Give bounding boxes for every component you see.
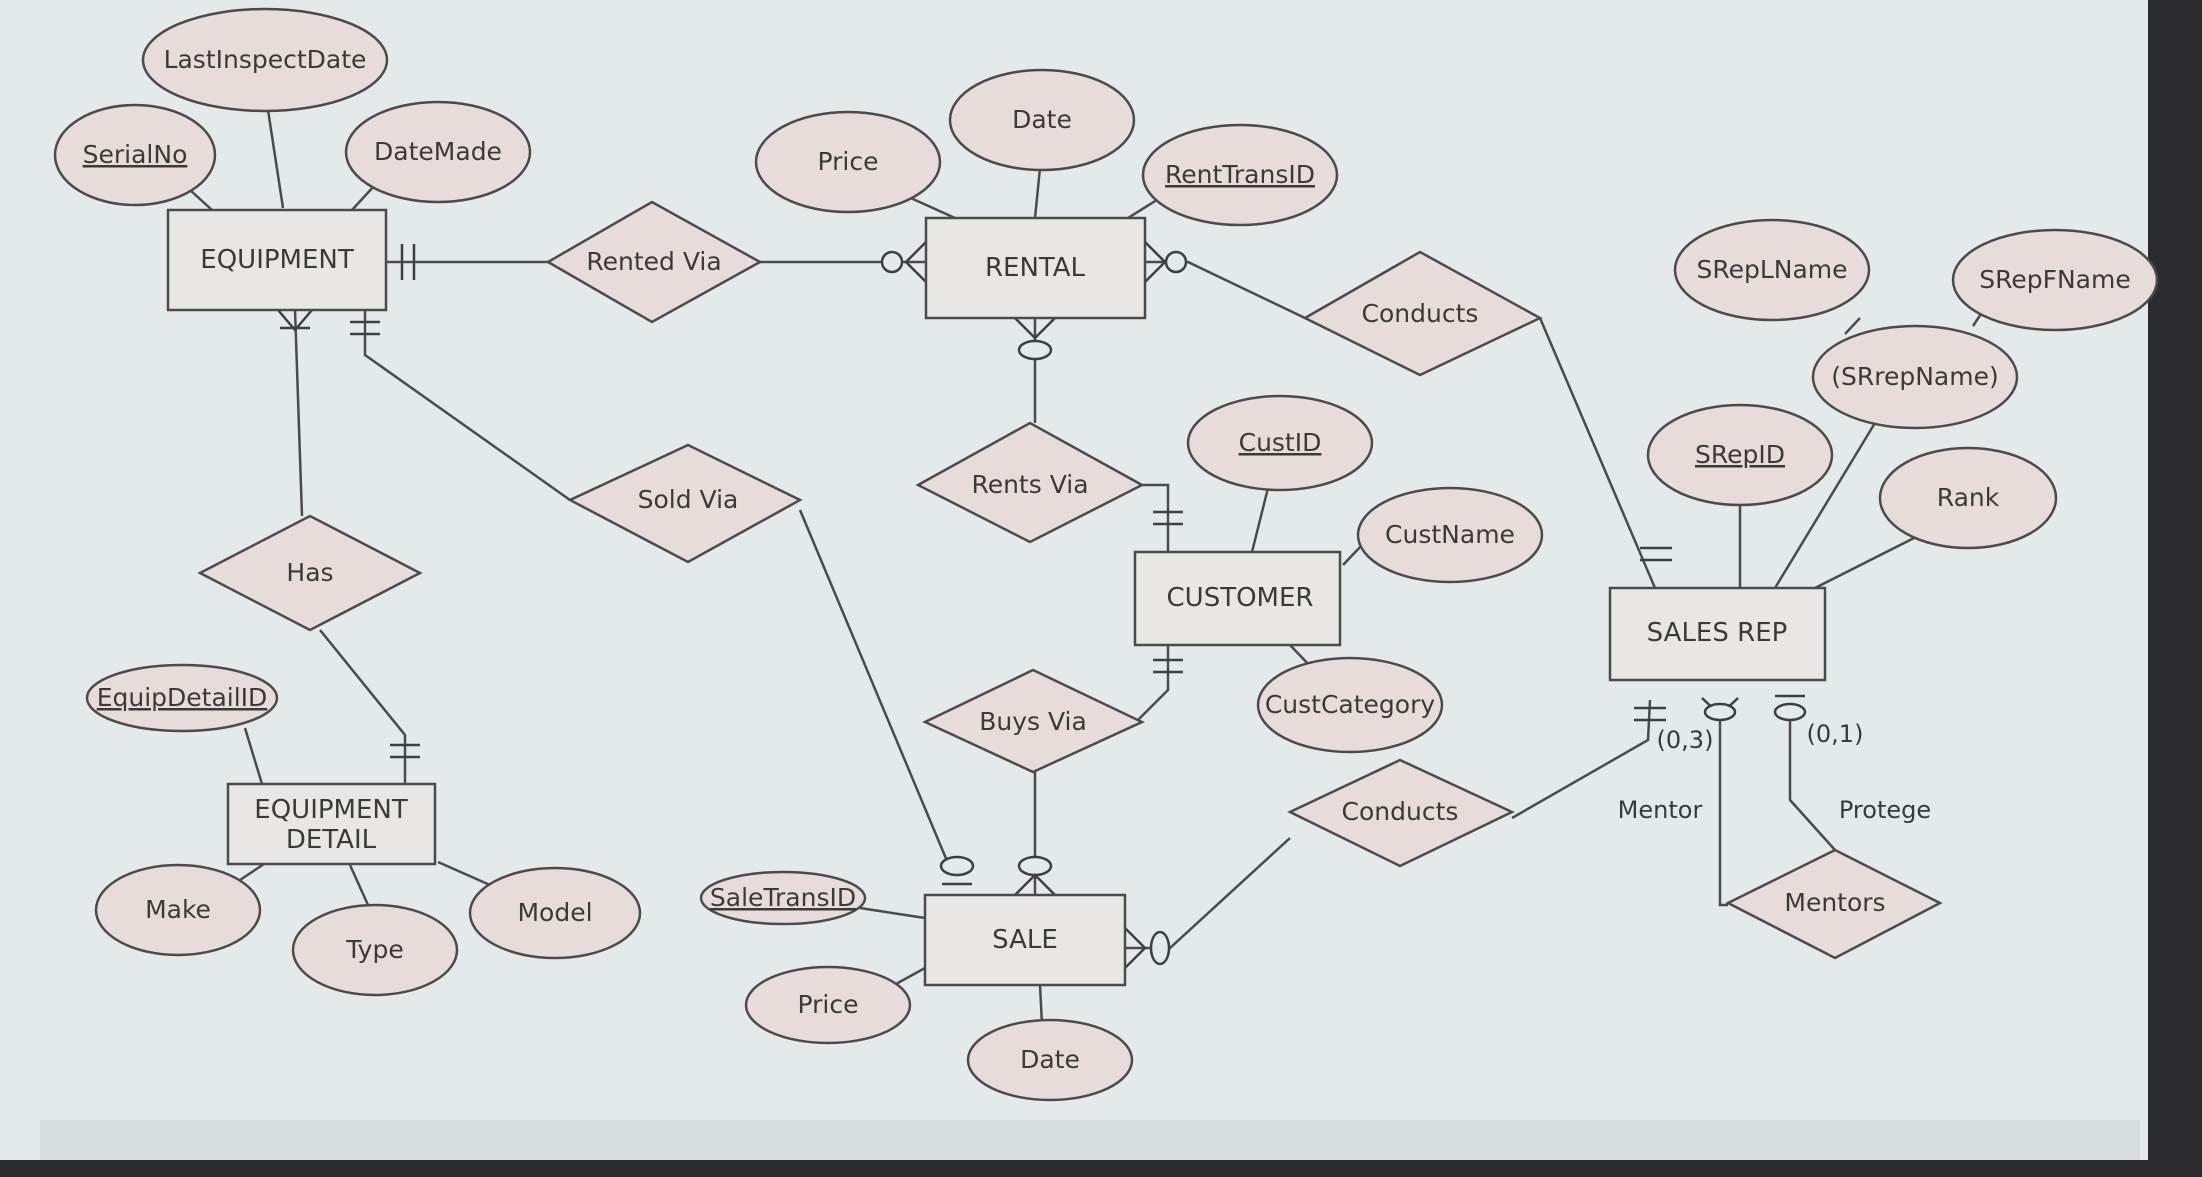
attr-serial-no: SerialNo — [53, 103, 217, 207]
svg-text:Rank: Rank — [1937, 483, 2000, 512]
role-mentor: Mentor — [1618, 796, 1703, 824]
attr-srep-lname: SRepLName — [1673, 218, 1871, 322]
svg-text:Price: Price — [798, 990, 859, 1019]
cardinality-protege: (0,1) — [1807, 720, 1864, 748]
svg-text:Price: Price — [818, 147, 879, 176]
attr-cust-name: CustName — [1356, 486, 1544, 584]
svg-text:Date: Date — [1012, 105, 1072, 134]
cardinality-marks — [277, 241, 1807, 969]
attr-sale-date: Date — [966, 1018, 1134, 1102]
entity-equipment-detail-label-2: DETAIL — [286, 825, 377, 855]
svg-text:Date: Date — [1020, 1045, 1080, 1074]
attr-srep-fname: SRepFName — [1951, 228, 2159, 332]
attr-date-made: DateMade — [344, 100, 532, 204]
svg-text:LastInspectDate: LastInspectDate — [164, 45, 367, 74]
svg-text:SaleTransID: SaleTransID — [710, 883, 856, 912]
attr-sale-price: Price — [744, 965, 912, 1045]
entity-equipment-detail: EQUIPMENT DETAIL — [226, 782, 437, 866]
svg-text:Make: Make — [145, 895, 211, 924]
entity-customer: CUSTOMER — [1133, 550, 1342, 647]
svg-text:EquipDetailID: EquipDetailID — [97, 683, 268, 712]
attr-last-inspect-date: LastInspectDate — [141, 7, 389, 113]
attr-equip-detail-id: EquipDetailID — [85, 663, 279, 733]
svg-text:Rents Via: Rents Via — [971, 470, 1088, 499]
svg-text:Sold Via: Sold Via — [638, 485, 739, 514]
attr-make: Make — [94, 863, 262, 957]
svg-text:RentTransID: RentTransID — [1165, 160, 1315, 189]
entity-customer-label: CUSTOMER — [1167, 583, 1314, 613]
rel-sold-via: Sold Via — [567, 443, 803, 564]
svg-text:Mentors: Mentors — [1784, 888, 1885, 917]
attr-cust-category: CustCategory — [1256, 656, 1444, 754]
rel-conducts-sale: Conducts — [1287, 758, 1515, 868]
svg-text:CustID: CustID — [1239, 428, 1322, 457]
cardinality-mentor: (0,3) — [1657, 726, 1714, 754]
svg-text:Type: Type — [345, 935, 403, 964]
rel-mentors: Mentors — [1725, 848, 1943, 960]
entity-sale: SALE — [923, 893, 1127, 987]
attr-srep-id: SRepID — [1646, 403, 1834, 507]
svg-text:Buys Via: Buys Via — [979, 707, 1087, 736]
svg-text:SRepID: SRepID — [1695, 440, 1785, 469]
attr-sale-trans-id: SaleTransID — [699, 870, 867, 926]
attr-rental-date: Date — [948, 68, 1136, 172]
attr-rental-price: Price — [754, 110, 942, 214]
attr-cust-id: CustID — [1186, 394, 1374, 492]
entity-sales-rep-label: SALES REP — [1647, 618, 1788, 648]
rel-rented-via: Rented Via — [545, 200, 763, 324]
svg-text:Model: Model — [517, 898, 592, 927]
rel-has: Has — [197, 514, 423, 632]
attr-srep-name: (SRrepName) — [1811, 324, 2019, 430]
svg-text:SerialNo: SerialNo — [83, 140, 188, 169]
entity-sales-rep: SALES REP — [1608, 586, 1827, 682]
svg-text:DateMade: DateMade — [374, 137, 502, 166]
role-protege: Protege — [1839, 796, 1931, 824]
attr-type: Type — [291, 903, 459, 997]
attr-model: Model — [468, 866, 642, 960]
rel-rents-via: Rents Via — [915, 421, 1145, 544]
svg-text:Has: Has — [286, 558, 333, 587]
svg-text:Rented Via: Rented Via — [586, 247, 721, 276]
svg-text:SRepFName: SRepFName — [1979, 265, 2131, 294]
svg-text:CustCategory: CustCategory — [1265, 690, 1436, 719]
entity-rental-label: RENTAL — [985, 253, 1086, 283]
attr-rent-trans-id: RentTransID — [1141, 123, 1339, 227]
rel-buys-via: Buys Via — [922, 668, 1145, 774]
attr-rank: Rank — [1878, 446, 2058, 550]
svg-text:CustName: CustName — [1385, 520, 1515, 549]
entity-equipment: EQUIPMENT — [166, 208, 388, 312]
svg-text:Conducts: Conducts — [1342, 797, 1459, 826]
svg-text:(SRrepName): (SRrepName) — [1831, 362, 1998, 391]
rel-conducts-rental: Conducts — [1302, 250, 1543, 377]
svg-text:SRepLName: SRepLName — [1696, 255, 1847, 284]
entity-equipment-label: EQUIPMENT — [200, 245, 354, 275]
svg-text:Conducts: Conducts — [1362, 299, 1479, 328]
entity-sale-label: SALE — [992, 925, 1058, 955]
entity-rental: RENTAL — [924, 216, 1147, 320]
entity-equipment-detail-label-1: EQUIPMENT — [254, 795, 408, 825]
